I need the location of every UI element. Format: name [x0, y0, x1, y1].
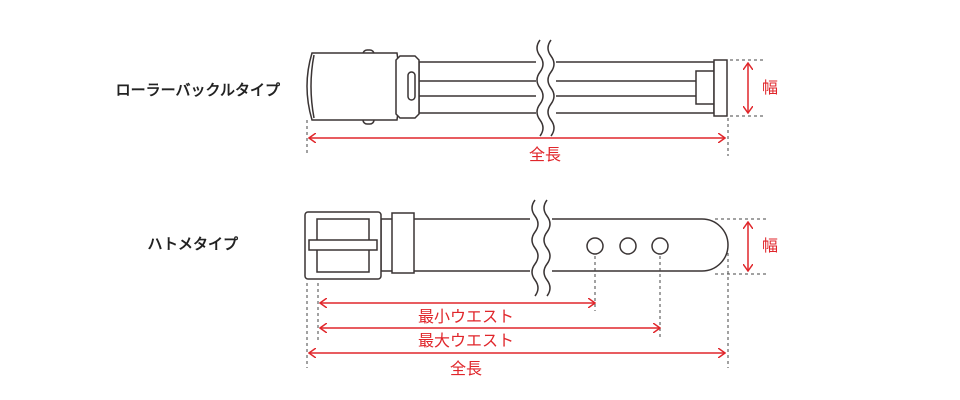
type-label-eyelet: ハトメタイプ	[148, 235, 239, 253]
roller-buckle-belt: ローラーバックルタイプ 幅 全長	[116, 39, 778, 164]
hole-icon	[651, 237, 669, 255]
hole-icon	[586, 237, 604, 255]
eyelet-belt: ハトメタイプ 幅 最小ウエスト 最大ウエスト 全長	[148, 199, 778, 378]
belt-strap	[380, 199, 729, 297]
pin-buckle	[304, 211, 415, 280]
hole-icon	[619, 237, 637, 255]
length-label: 全長	[529, 145, 561, 164]
max-waist-label: 最大ウエスト	[418, 331, 514, 350]
type-label-roller: ローラーバックルタイプ	[116, 81, 281, 99]
min-waist-label: 最小ウエスト	[418, 307, 514, 326]
length-label: 全長	[450, 359, 482, 378]
belt-tip	[695, 59, 728, 117]
width-label: 幅	[762, 78, 778, 97]
belt-strap	[418, 39, 715, 137]
width-label: 幅	[762, 236, 778, 255]
roller-buckle	[306, 49, 420, 125]
